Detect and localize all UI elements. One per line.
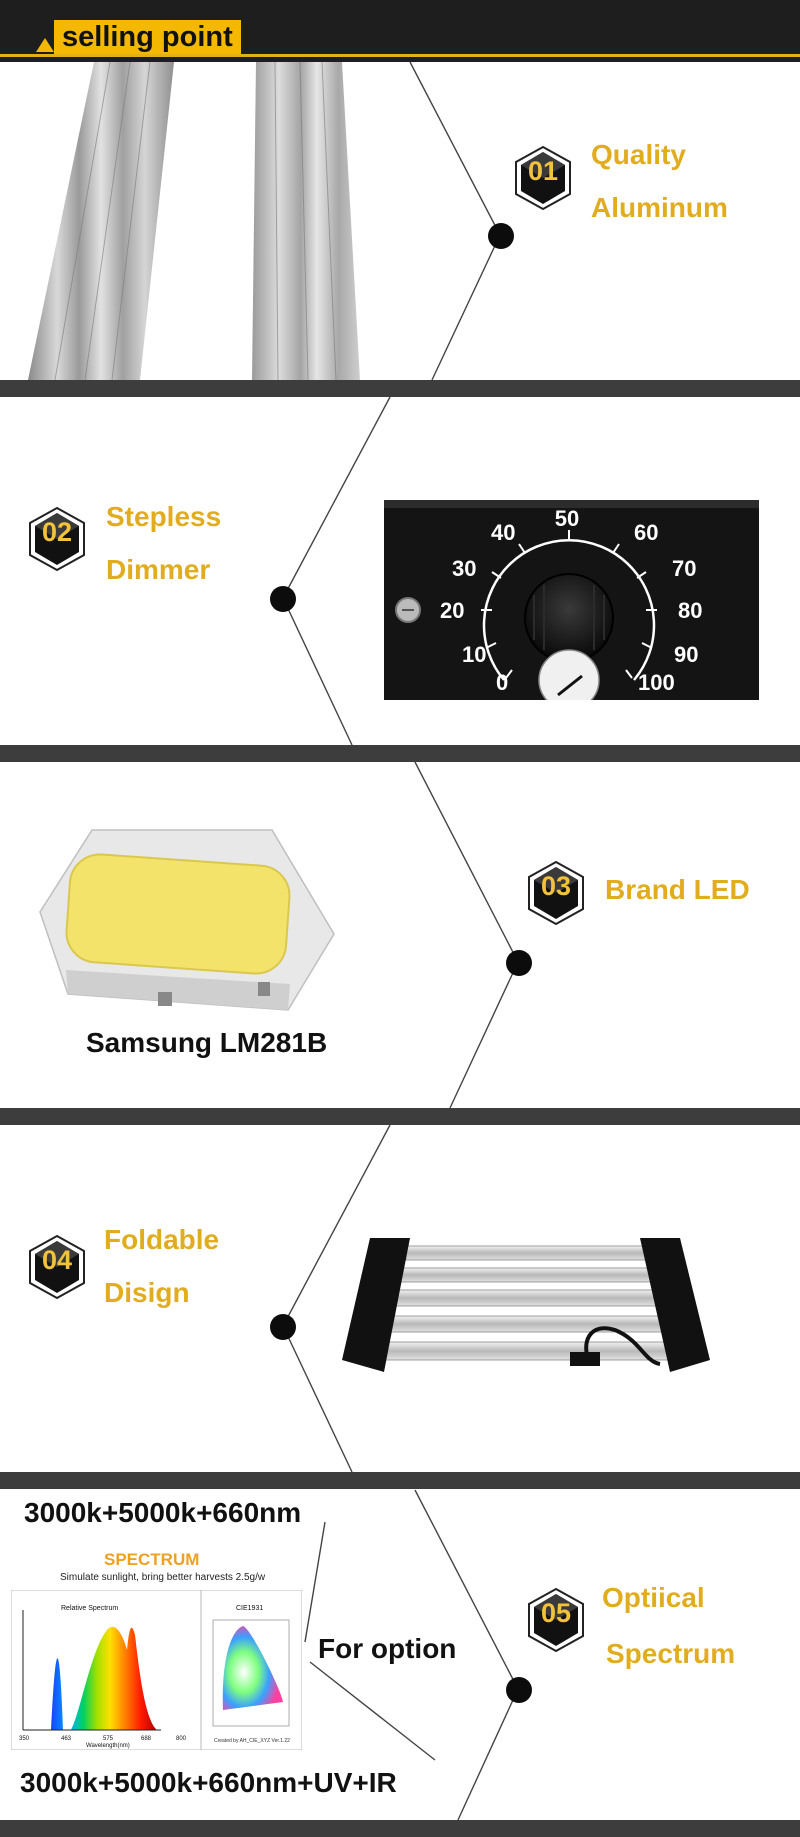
chart-title: Relative Spectrum bbox=[61, 1605, 118, 1612]
spectrum-option-a: 3000k+5000k+660nm bbox=[24, 1497, 302, 1528]
spectrum-subtitle: Simulate sunlight, bring better harvests… bbox=[60, 1572, 266, 1583]
dial-label: 90 bbox=[674, 642, 698, 667]
feature-number: 03 bbox=[540, 871, 572, 901]
feature-title-line2: Disign bbox=[104, 1277, 190, 1308]
spectrum-option-b: 3000k+5000k+660nm+UV+IR bbox=[20, 1767, 397, 1798]
connector-dot bbox=[506, 950, 532, 976]
section-divider bbox=[0, 380, 800, 397]
foldable-light-image bbox=[342, 1238, 710, 1372]
feature-title-line1: Quality bbox=[591, 139, 686, 170]
chart-title: CIE1931 bbox=[236, 1605, 263, 1612]
dial-label: 80 bbox=[678, 598, 702, 623]
banner-underline bbox=[0, 54, 800, 57]
hexagon-number-badge bbox=[29, 506, 85, 572]
section-divider bbox=[0, 1108, 800, 1125]
tick-label: 800 bbox=[176, 1736, 187, 1742]
hexagon-number-badge bbox=[29, 1234, 85, 1300]
feature-title-line1: Brand LED bbox=[605, 874, 750, 905]
feature-number: 02 bbox=[41, 517, 73, 547]
tick-label: 575 bbox=[103, 1736, 114, 1742]
feature-title-line1: Foldable bbox=[104, 1224, 220, 1255]
hexagon-number-badge bbox=[515, 145, 571, 211]
dimmer-knob-image: 0 10 20 30 40 50 60 70 80 90 100 bbox=[384, 500, 759, 700]
feature-number: 01 bbox=[527, 156, 559, 186]
connector-dot bbox=[488, 223, 514, 249]
dial-label: 0 bbox=[496, 670, 508, 695]
axis-label: Wavelength(nm) bbox=[86, 1743, 130, 1749]
feature-title-line1: Optiical bbox=[602, 1582, 705, 1613]
feature-number: 05 bbox=[540, 1598, 572, 1628]
section-divider bbox=[0, 745, 800, 762]
dial-label: 100 bbox=[638, 670, 675, 695]
tick-label: 688 bbox=[141, 1736, 152, 1742]
page-title: selling point bbox=[54, 20, 241, 54]
feature-title-line1: Stepless bbox=[106, 501, 222, 532]
feature-title-line2: Spectrum bbox=[606, 1638, 736, 1669]
dial-label: 20 bbox=[440, 598, 464, 623]
hexagon-number-badge bbox=[528, 1587, 584, 1653]
dial-label: 10 bbox=[462, 642, 486, 667]
spectrum-chart-image: Relative Spectrum 350 463 575 688 800 Wa… bbox=[11, 1590, 302, 1750]
feature-title-line2: Aluminum bbox=[591, 192, 728, 223]
chart-note: Created by AH_CIE_XYZ Ver.1.22 bbox=[214, 1738, 290, 1744]
tick-label: 350 bbox=[19, 1736, 30, 1742]
feature-title-line2: Dimmer bbox=[106, 554, 211, 585]
dial-label: 70 bbox=[672, 556, 696, 581]
led-model-caption: Samsung LM281B bbox=[86, 1027, 328, 1058]
section-divider bbox=[0, 1472, 800, 1489]
aluminum-rails-image bbox=[28, 62, 360, 380]
dial-label: 50 bbox=[555, 506, 579, 531]
hexagon-number-badge bbox=[528, 860, 584, 926]
connector-dot bbox=[270, 1314, 296, 1340]
for-option-label: For option bbox=[318, 1633, 457, 1664]
tick-label: 463 bbox=[61, 1736, 72, 1742]
dial-label: 30 bbox=[452, 556, 476, 581]
connector-dot bbox=[270, 586, 296, 612]
feature-number: 04 bbox=[41, 1245, 73, 1275]
connector-dot bbox=[506, 1677, 532, 1703]
dial-label: 40 bbox=[491, 520, 515, 545]
triangle-icon bbox=[36, 38, 54, 52]
spectrum-heading: SPECTRUM bbox=[104, 1550, 200, 1569]
led-chip-image bbox=[39, 829, 335, 1011]
section-divider bbox=[0, 1820, 800, 1837]
dial-label: 60 bbox=[634, 520, 658, 545]
